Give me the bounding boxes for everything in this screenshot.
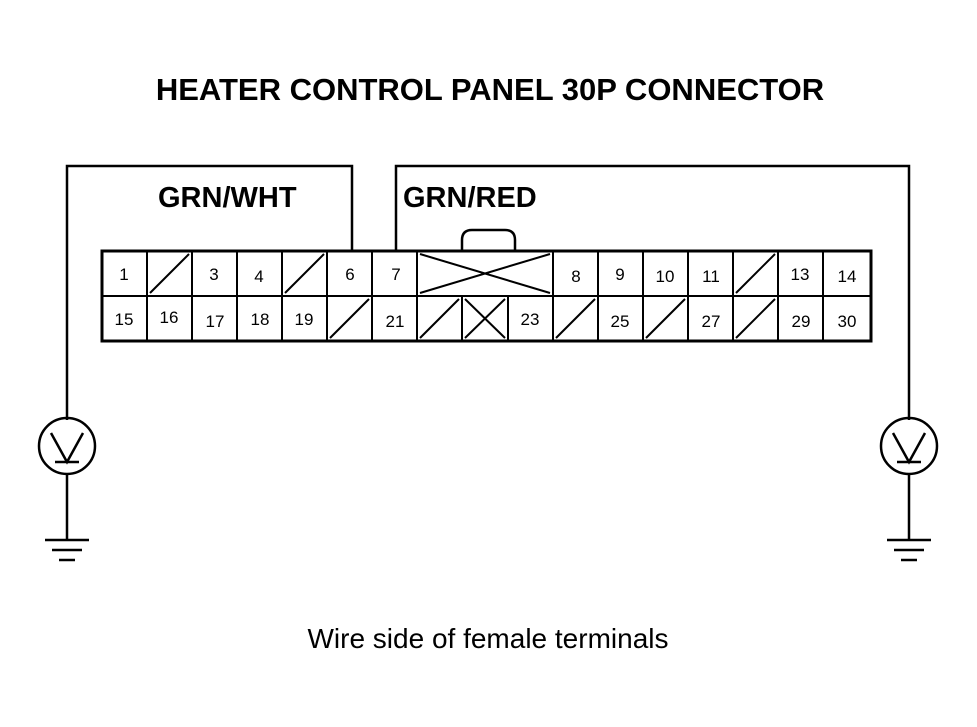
terminal-19: 19 bbox=[295, 310, 314, 329]
terminal-10: 10 bbox=[656, 267, 675, 286]
terminal-8: 8 bbox=[571, 267, 580, 286]
voltmeter-icon bbox=[37, 416, 97, 476]
terminal-9: 9 bbox=[615, 265, 624, 284]
terminal-30: 30 bbox=[838, 312, 857, 331]
terminal-7: 7 bbox=[391, 265, 400, 284]
terminal-18: 18 bbox=[251, 310, 270, 329]
diagram-title: HEATER CONTROL PANEL 30P CONNECTOR bbox=[156, 72, 824, 107]
unused-terminal-marks bbox=[149, 253, 776, 339]
terminal-21: 21 bbox=[386, 312, 405, 331]
terminal-3: 3 bbox=[209, 265, 218, 284]
diagram-caption: Wire side of female terminals bbox=[307, 623, 668, 654]
terminal-labels-bottom: 15 16 17 18 19 21 23 25 27 29 30 bbox=[115, 308, 857, 331]
ground-icon bbox=[887, 538, 931, 562]
terminal-15: 15 bbox=[115, 310, 134, 329]
wire-label-right: GRN/RED bbox=[403, 182, 537, 214]
cavity-cross-marks bbox=[419, 253, 551, 339]
voltmeter-icon bbox=[879, 416, 939, 476]
connector-latch bbox=[460, 228, 517, 251]
terminal-27: 27 bbox=[702, 312, 721, 331]
wire-label-left: GRN/WHT bbox=[158, 182, 297, 214]
terminal-11: 11 bbox=[702, 267, 720, 286]
ground-icon bbox=[45, 538, 89, 562]
terminal-13: 13 bbox=[791, 265, 810, 284]
top-row-dividers bbox=[146, 251, 824, 296]
terminal-4: 4 bbox=[254, 267, 263, 286]
terminal-6: 6 bbox=[345, 265, 354, 284]
terminal-14: 14 bbox=[838, 267, 857, 286]
terminal-17: 17 bbox=[206, 312, 225, 331]
terminal-23: 23 bbox=[521, 310, 540, 329]
terminal-1: 1 bbox=[119, 265, 128, 284]
terminal-16: 16 bbox=[160, 308, 179, 327]
terminal-labels-top: 1 3 4 6 7 8 9 10 11 13 14 bbox=[119, 265, 856, 286]
wire-right bbox=[394, 164, 911, 420]
terminal-25: 25 bbox=[611, 312, 630, 331]
bottom-row-dividers bbox=[146, 296, 824, 341]
terminal-29: 29 bbox=[792, 312, 811, 331]
wire-left bbox=[65, 164, 354, 420]
